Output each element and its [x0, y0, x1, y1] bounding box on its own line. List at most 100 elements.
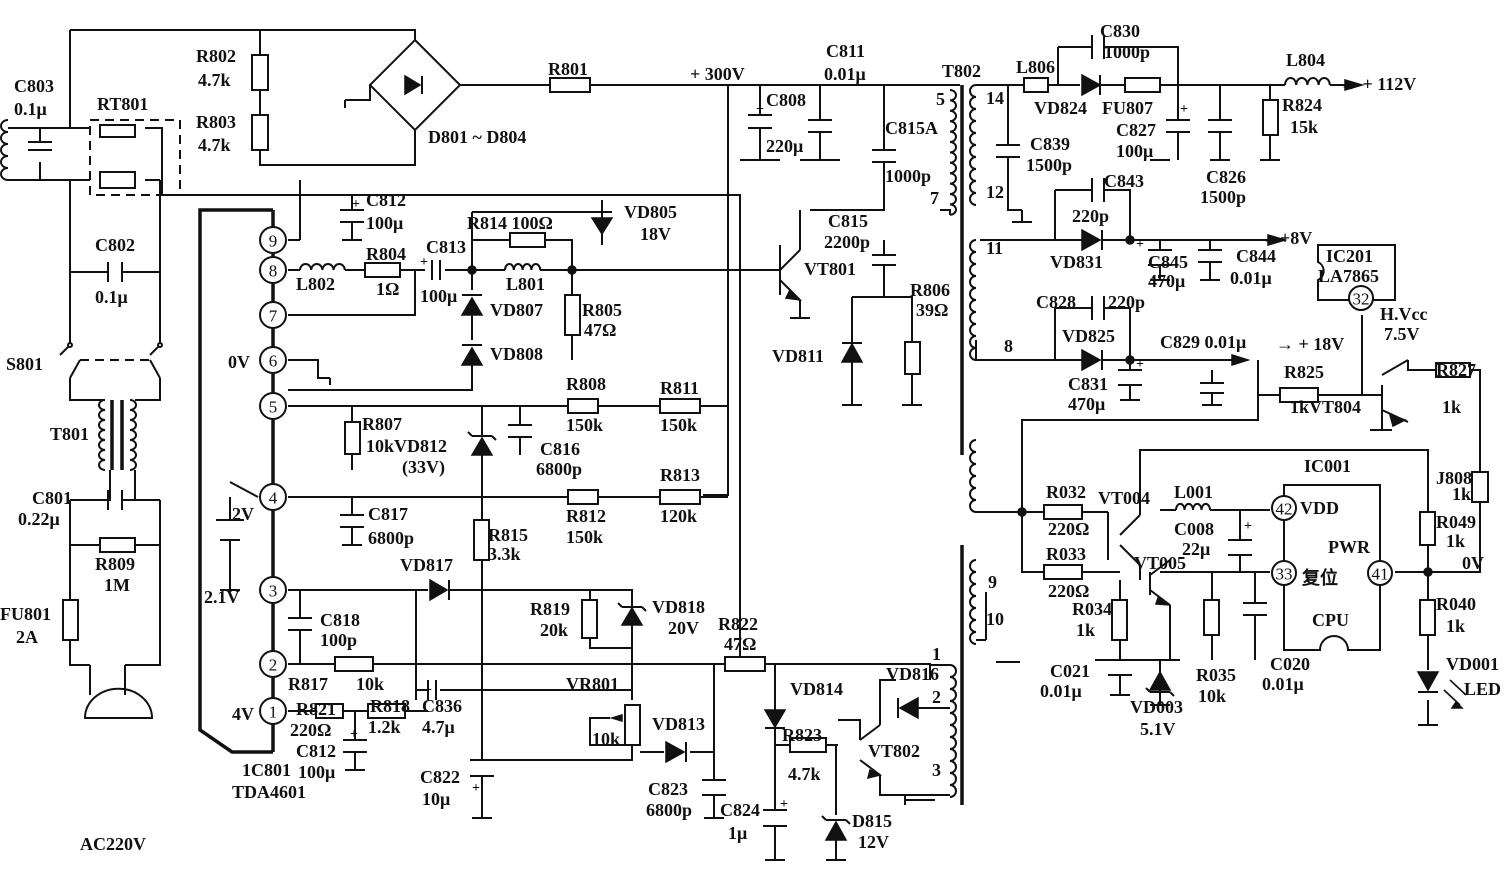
component-label: S801: [6, 354, 43, 374]
component-label: 220p: [1072, 206, 1109, 226]
component-label: VD825: [1062, 326, 1115, 346]
winding-number: 2: [932, 687, 941, 707]
winding-number: 7: [930, 188, 939, 208]
component-label: C815: [828, 211, 868, 231]
component-label: 1000p: [885, 166, 931, 186]
component-label: 39Ω: [916, 300, 948, 320]
component-label: IC001: [1304, 456, 1351, 476]
component-label: L806: [1016, 57, 1055, 77]
component-label: 1500p: [1026, 155, 1072, 175]
ic-pin-number: 3: [269, 582, 278, 601]
component-label: C815A: [885, 118, 938, 138]
ic-pin-number: 4: [269, 489, 278, 508]
component-label: 10μ: [422, 789, 450, 809]
component-label: C836: [422, 696, 462, 716]
winding-number: 5: [936, 89, 945, 109]
component-label: R812: [566, 506, 606, 526]
component-label: 0.1μ: [14, 99, 47, 119]
component-label: VD817: [400, 555, 453, 575]
ic-pin-number: 32: [1353, 290, 1370, 309]
component-label: 22μ: [1182, 539, 1210, 559]
switches-and-plugs: [59, 342, 163, 719]
svg-text:+: +: [1136, 237, 1144, 252]
ic201-outline: [1317, 244, 1396, 301]
component-label: 1k: [1446, 531, 1465, 551]
component-label: 1C801: [242, 760, 291, 780]
component-label: 1.2k: [368, 717, 401, 737]
component-label: 10: [986, 609, 1004, 629]
component-label: C021: [1050, 661, 1090, 681]
component-label: 4V: [232, 704, 254, 724]
component-label: R814 100Ω: [467, 213, 553, 233]
ic-pin-circle: [259, 697, 287, 725]
component-label: R801: [548, 59, 588, 79]
component-label: R817: [288, 674, 328, 694]
ic-pin-number: 1: [269, 703, 278, 722]
ic-pin-circle: [259, 301, 287, 329]
component-label: R806: [910, 280, 950, 300]
component-label: R824: [1282, 95, 1322, 115]
ic001-outline: [1283, 484, 1381, 651]
component-label: 470μ: [1148, 271, 1185, 291]
component-label: VD831: [1050, 252, 1103, 272]
component-label: 1M: [104, 575, 130, 595]
winding-number: 3: [932, 760, 941, 780]
component-label: VD814: [790, 679, 843, 699]
component-label: L804: [1286, 50, 1325, 70]
component-label: VD813: [652, 714, 705, 734]
component-label: C803: [14, 76, 54, 96]
component-label: C808: [766, 90, 806, 110]
component-label: R040: [1436, 594, 1476, 614]
component-label: 220Ω: [290, 720, 331, 740]
component-label: C020: [1270, 654, 1310, 674]
component-label: 0.01μ: [1230, 268, 1272, 288]
component-label: VD818: [652, 597, 705, 617]
component-label: C845: [1148, 252, 1188, 272]
component-label: VD824: [1034, 98, 1087, 118]
ic-pin-number: 33: [1276, 565, 1293, 584]
component-label: VD805: [624, 202, 677, 222]
ic-pin-circle: [1348, 285, 1374, 311]
transformer-cores: [110, 85, 964, 805]
component-label: 100p: [320, 630, 357, 650]
winding-number: 1: [932, 644, 941, 664]
component-label: 10k: [356, 674, 384, 694]
component-label: VDD: [1300, 498, 1339, 518]
component-label: 0V: [1462, 553, 1484, 573]
ic-pin-circle: [1271, 560, 1297, 586]
component-label: R815: [488, 525, 528, 545]
component-label: → + 112V: [1340, 74, 1416, 94]
component-label: 15k: [1290, 117, 1318, 137]
arrows: [609, 78, 1464, 780]
component-label: 11: [986, 238, 1003, 258]
component-label: H.Vcc: [1380, 304, 1427, 324]
component-label: R821: [296, 699, 336, 719]
component-label: 4.7μ: [422, 717, 455, 737]
component-label: 100μ: [298, 762, 335, 782]
component-label: C830: [1100, 21, 1140, 41]
component-label: 1kVT804: [1290, 397, 1361, 417]
component-label: 120k: [660, 506, 697, 526]
component-label: 1k: [1076, 620, 1095, 640]
component-label: C812: [296, 741, 336, 761]
component-label: 220μ: [766, 136, 803, 156]
component-label: C818: [320, 610, 360, 630]
svg-text:+: +: [420, 255, 428, 270]
component-label: C843: [1104, 171, 1144, 191]
component-label: 6800p: [536, 459, 582, 479]
ic-pin-number: 9: [269, 232, 278, 251]
component-label: 4.7k: [198, 70, 231, 90]
component-label: 10kVD812: [366, 436, 447, 456]
ic-pin-number: 7: [269, 307, 278, 326]
ic-pin-number: 41: [1372, 565, 1389, 584]
component-label: C826: [1206, 167, 1246, 187]
ic-pin-circle: [1367, 560, 1393, 586]
component-label: L802: [296, 274, 335, 294]
component-label: R049: [1436, 512, 1476, 532]
component-label: → + 18V: [1276, 334, 1344, 354]
component-label: 47Ω: [724, 634, 756, 654]
component-label: R807: [362, 414, 402, 434]
